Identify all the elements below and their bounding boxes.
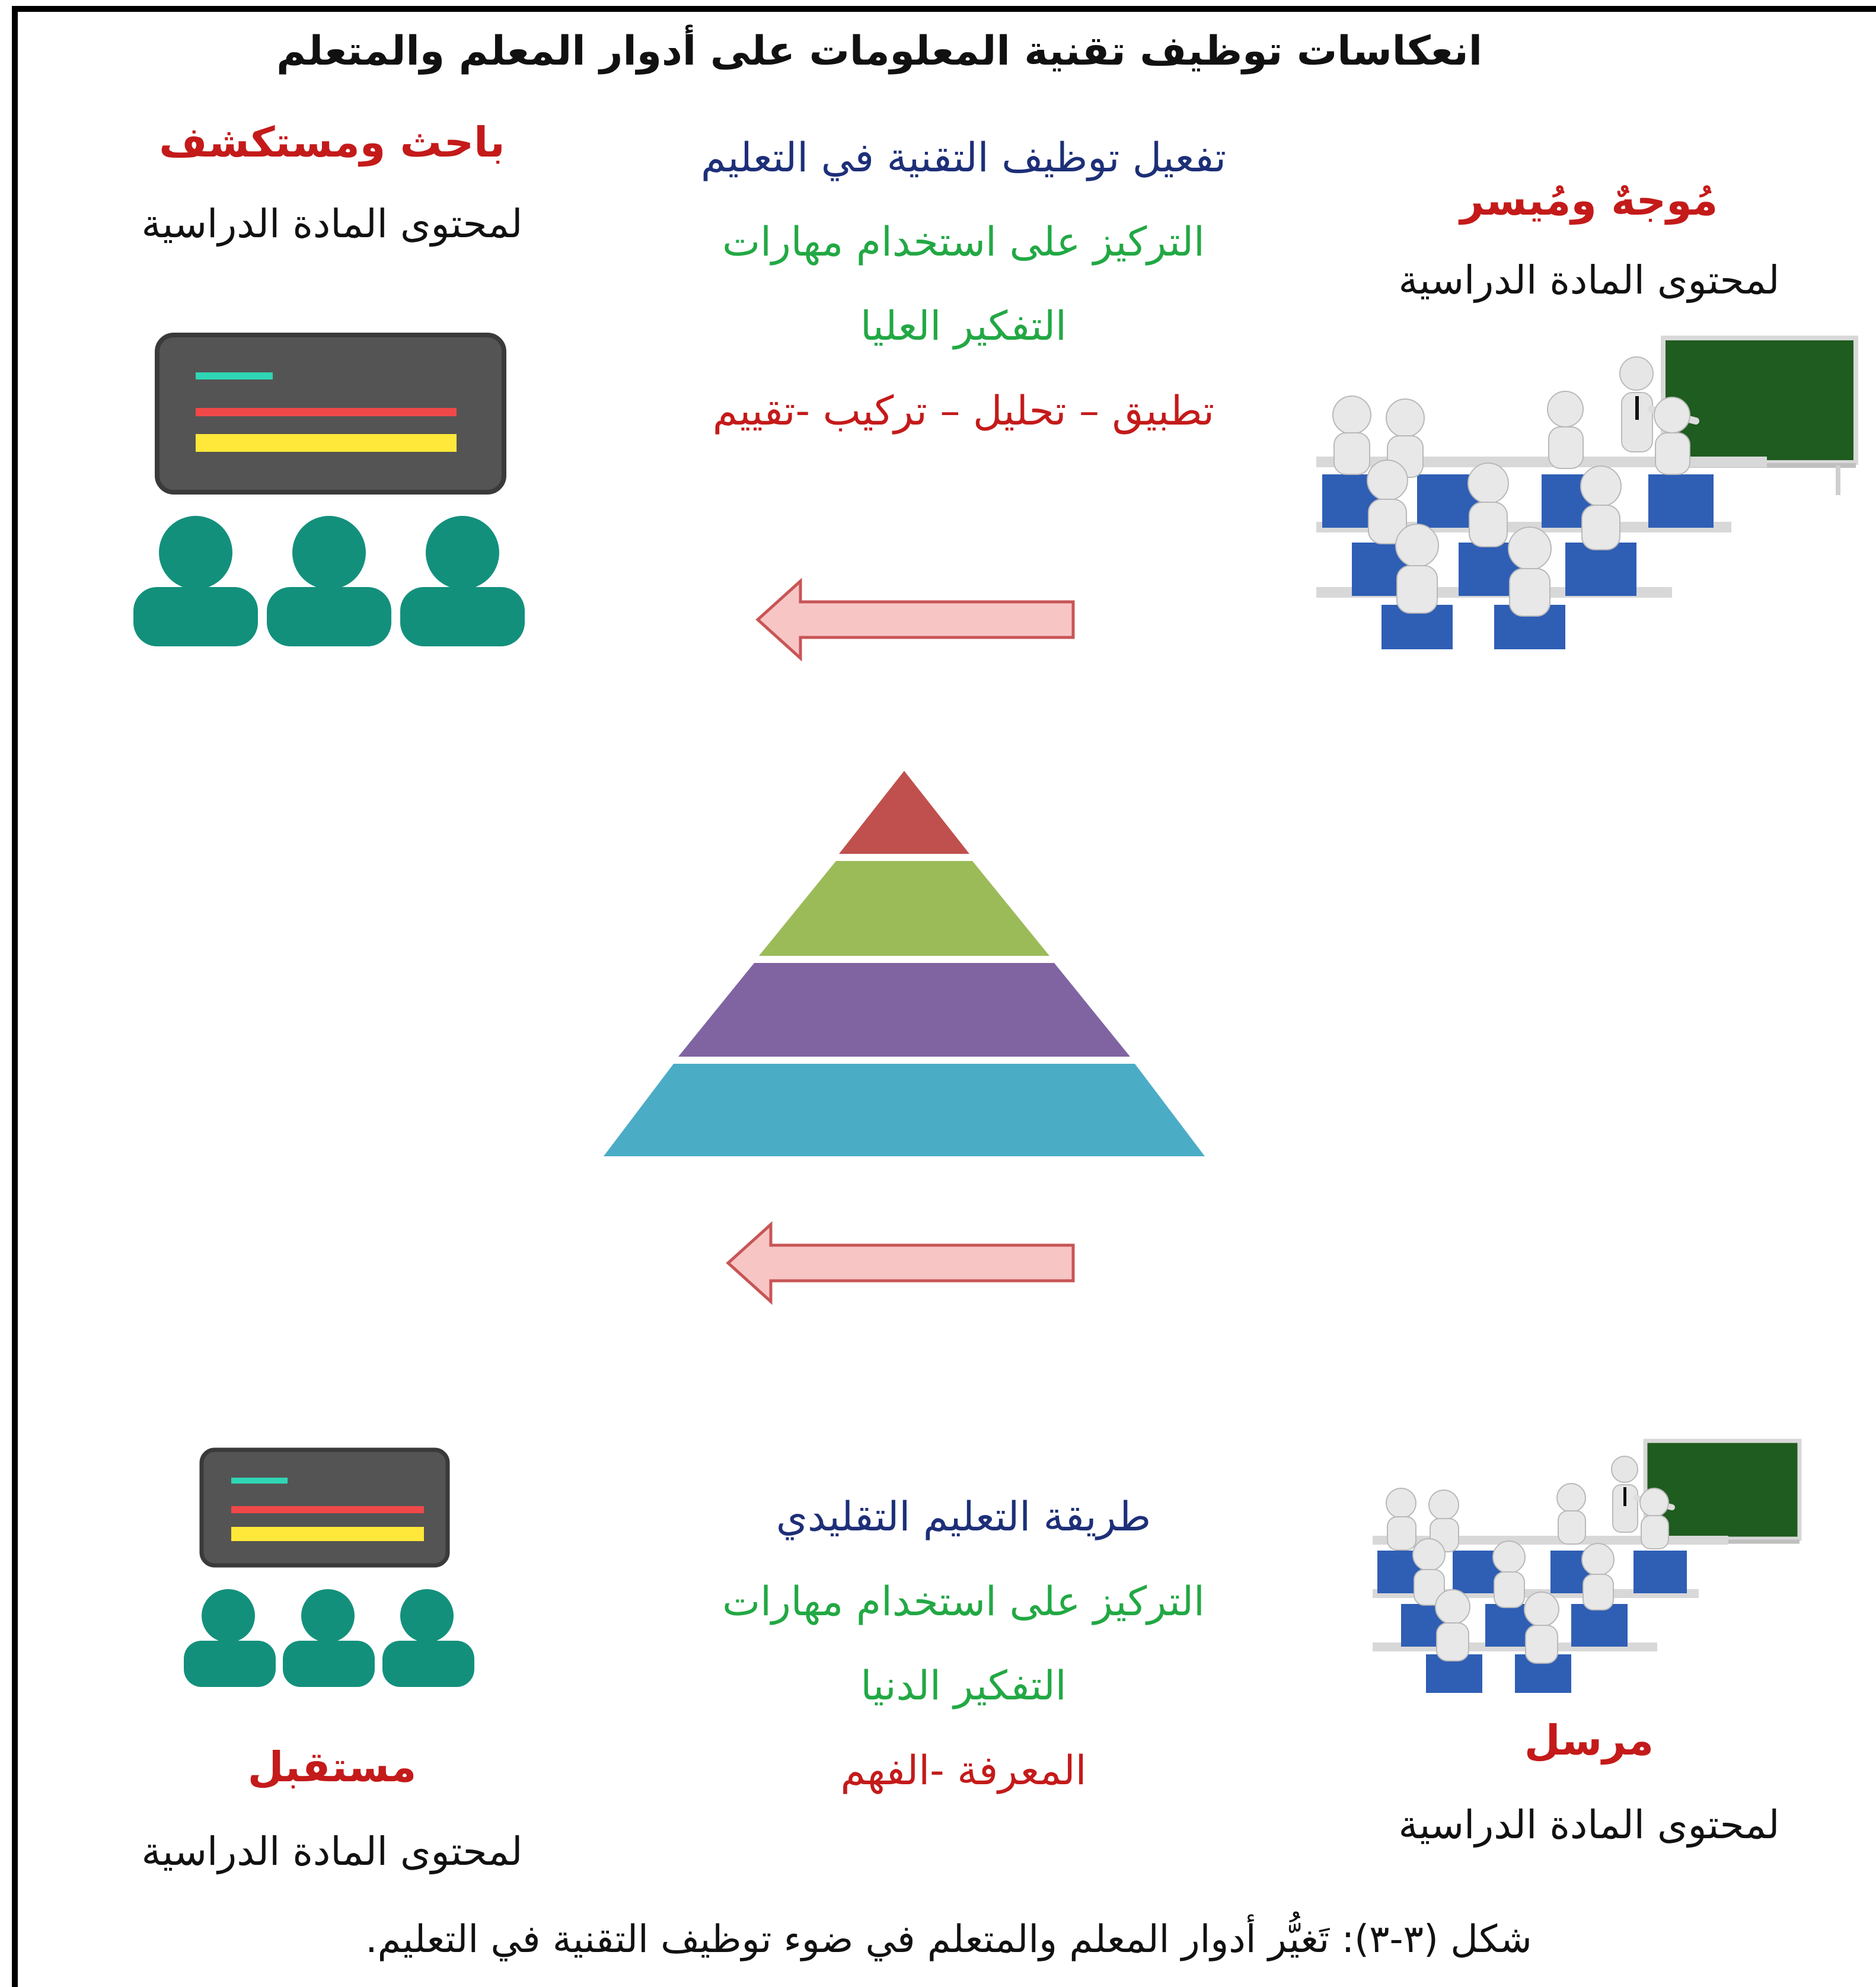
pyramid-level-1 [839, 771, 969, 854]
top-middle-focus-line2: التفكير العليا [860, 303, 1067, 350]
classroom-illustration-top [1316, 336, 1862, 652]
learner-role-title-top: باحث ومستكشف [159, 118, 505, 167]
left-arrow-icon-bottom [726, 1221, 1075, 1305]
pyramid-level-2 [759, 861, 1049, 956]
pyramid-level-3 [678, 963, 1130, 1057]
learner-role-subtitle-top: لمحتوى المادة الدراسية [141, 201, 523, 247]
learner-role-subtitle-bottom: لمحتوى المادة الدراسية [141, 1829, 523, 1874]
pyramid-level-4 [604, 1064, 1205, 1156]
teacher-role-title-top: مُوجهٌ ومُيسر [1460, 176, 1718, 225]
teacher-role-title-bottom: مرسل [1524, 1716, 1654, 1765]
bottom-middle-focus-line1: التركيز على استخدام مهارات [722, 1578, 1205, 1625]
learners-screen-icon-bottom [184, 1447, 474, 1687]
classroom-illustration-bottom [1373, 1439, 1805, 1696]
bottom-middle-skills: المعرفة -الفهم [840, 1747, 1087, 1794]
figure-title: انعكاسات توظيف تقنية المعلومات على أدوار… [276, 28, 1482, 75]
top-middle-heading: تفعيل توظيف التقنية في التعليم [700, 135, 1227, 181]
left-arrow-icon-top [755, 578, 1075, 662]
teacher-role-subtitle-bottom: لمحتوى المادة الدراسية [1398, 1802, 1780, 1848]
bottom-middle-heading: طريقة التعليم التقليدي [776, 1494, 1151, 1541]
figure-caption: شكل (٣-٣): تَغيُّر أدوار المعلم والمتعلم… [365, 1918, 1532, 1962]
figure-frame [12, 6, 1876, 1987]
learner-role-title-bottom: مستقبل [247, 1743, 417, 1791]
thinking-levels-pyramid [604, 771, 1205, 1156]
top-middle-skills: تطبيق – تحليل – تركيب -تقييم [712, 388, 1215, 435]
bottom-middle-focus-line2: التفكير الدنيا [860, 1663, 1067, 1709]
top-middle-focus-line1: التركيز على استخدام مهارات [722, 219, 1205, 266]
learners-screen-icon [133, 333, 525, 646]
teacher-role-subtitle-top: لمحتوى المادة الدراسية [1398, 257, 1780, 303]
